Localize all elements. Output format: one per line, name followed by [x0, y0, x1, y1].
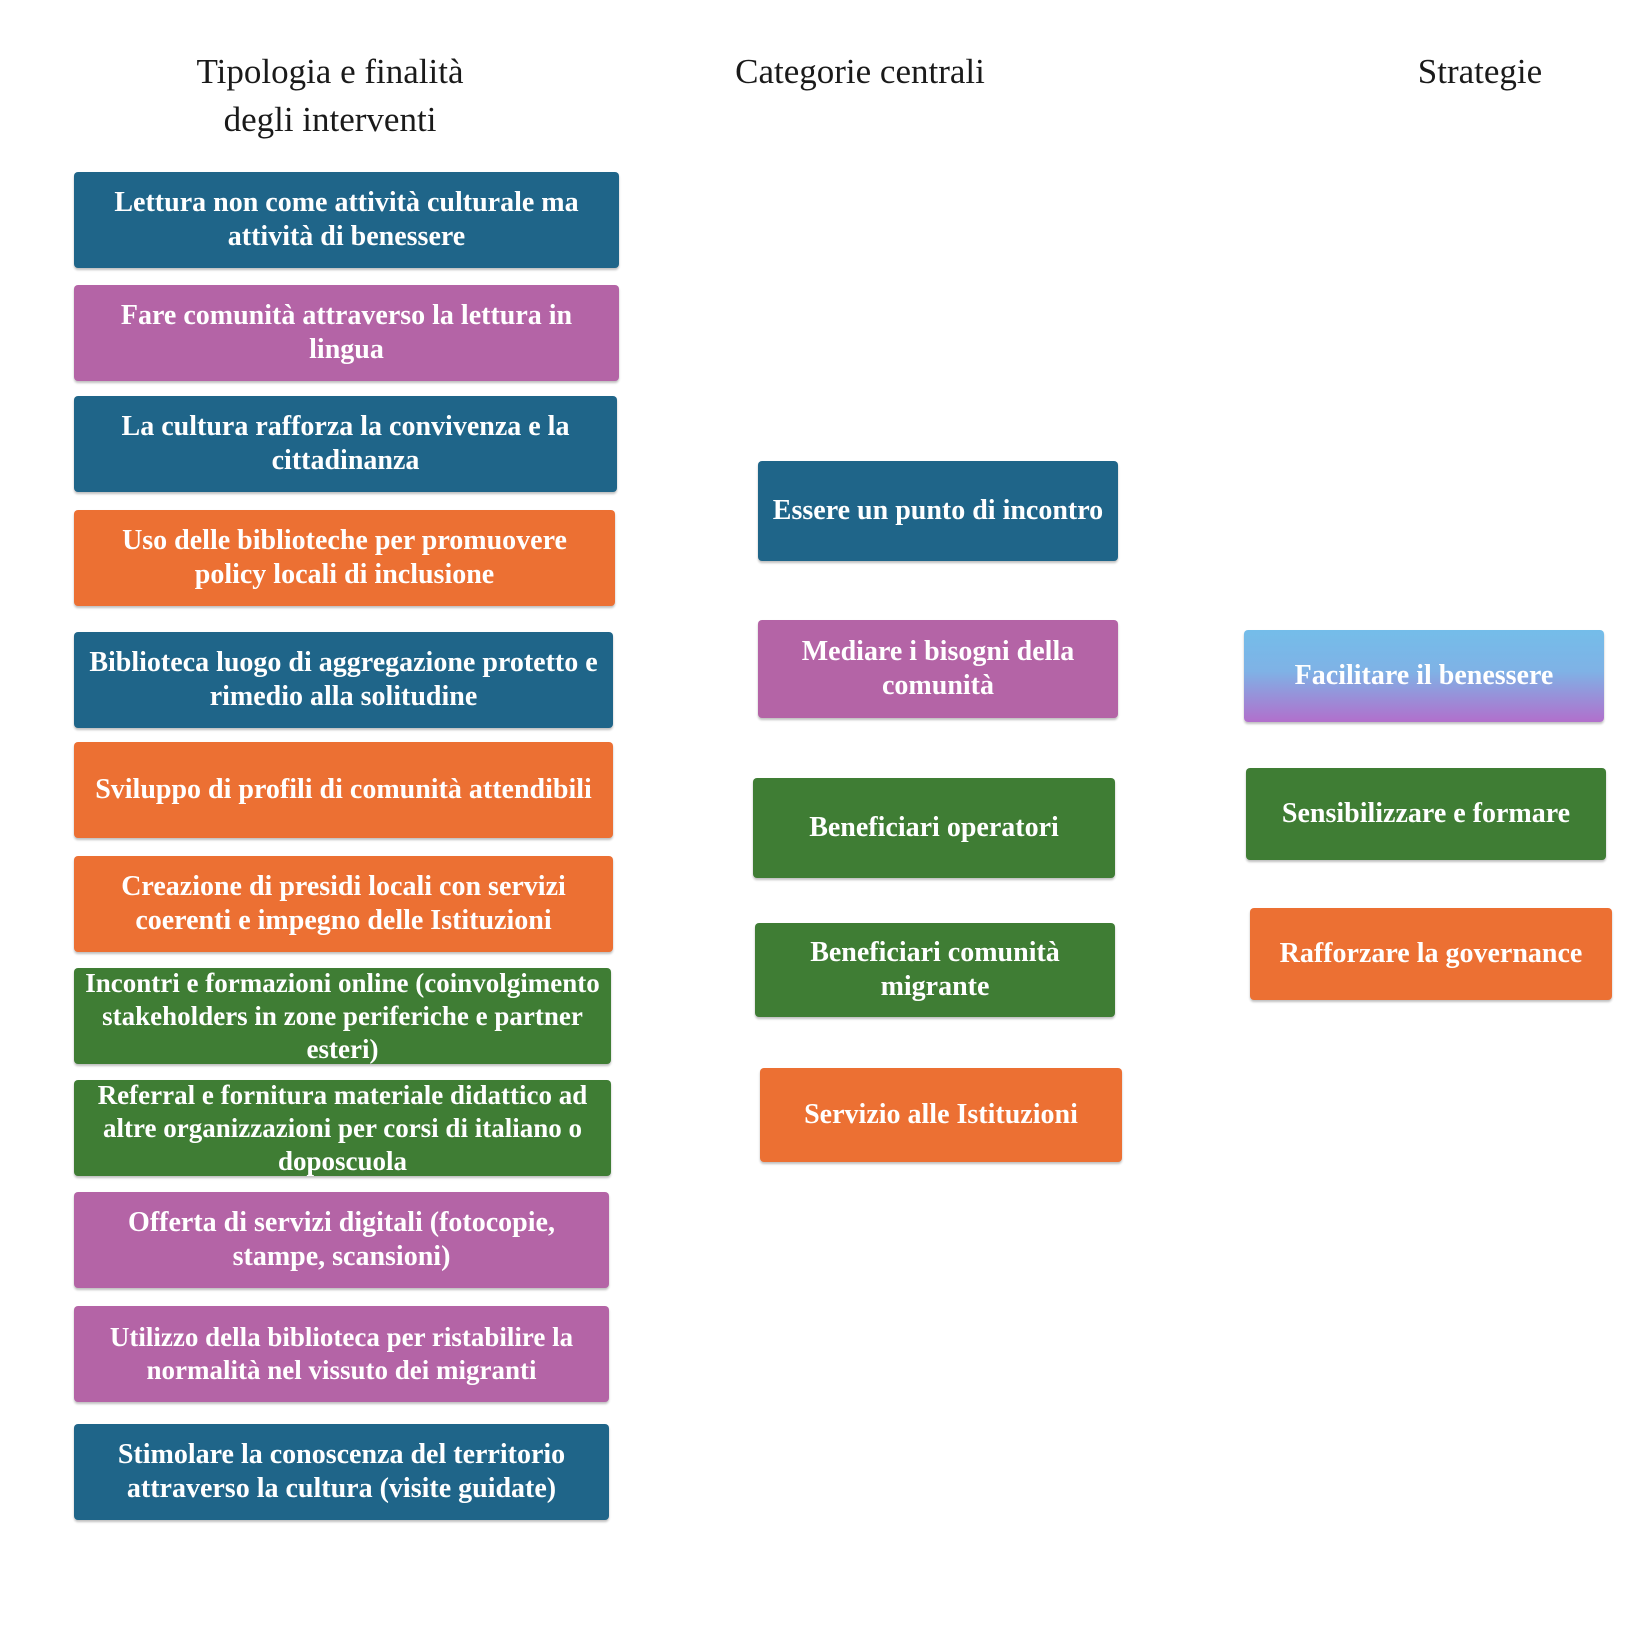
box-lettura-benessere: Lettura non come attività culturale ma a… — [74, 172, 619, 268]
box-cultura-convivenza: La cultura rafforza la convivenza e la c… — [74, 396, 617, 492]
box-facilitare-benessere: Facilitare il benessere — [1244, 630, 1604, 722]
box-conoscenza-territorio: Stimolare la conoscenza del territorio a… — [74, 1424, 609, 1520]
box-beneficiari-migrante: Beneficiari comunità migrante — [755, 923, 1115, 1017]
header-tipologia: Tipologia e finalità degli interventi — [196, 52, 464, 139]
box-presidi-locali: Creazione di presidi locali con servizi … — [74, 856, 613, 952]
box-sensibilizzare-formare: Sensibilizzare e formare — [1246, 768, 1606, 860]
header-categorie: Categorie centrali — [735, 52, 985, 91]
box-punto-incontro: Essere un punto di incontro — [758, 461, 1118, 561]
box-beneficiari-operatori: Beneficiari operatori — [753, 778, 1115, 878]
box-servizi-digitali: Offerta di servizi digitali (fotocopie, … — [74, 1192, 609, 1288]
box-referral-materiale: Referral e fornitura materiale didattico… — [74, 1080, 611, 1176]
box-servizio-istituzioni: Servizio alle Istituzioni — [760, 1068, 1122, 1162]
box-rafforzare-governance: Rafforzare la governance — [1250, 908, 1612, 1000]
box-uso-biblioteche: Uso delle biblioteche per promuovere pol… — [74, 510, 615, 606]
box-normalita-migranti: Utilizzo della biblioteca per ristabilir… — [74, 1306, 609, 1402]
box-fare-comunita: Fare comunità attraverso la lettura in l… — [74, 285, 619, 381]
box-mediare-bisogni: Mediare i bisogni della comunità — [758, 620, 1118, 718]
box-biblioteca-aggregazione: Biblioteca luogo di aggregazione protett… — [74, 632, 613, 728]
box-incontri-online: Incontri e formazioni online (coinvolgim… — [74, 968, 611, 1064]
box-profili-comunita: Sviluppo di profili di comunità attendib… — [74, 742, 613, 838]
header-strategie: Strategie — [1417, 52, 1543, 91]
